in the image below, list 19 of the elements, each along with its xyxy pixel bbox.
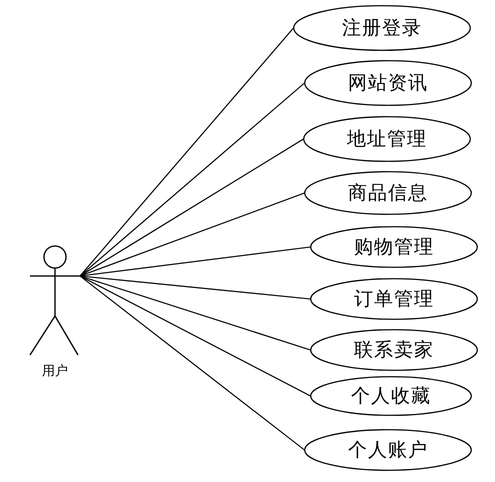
use-case-ellipse: 网站资讯: [304, 60, 472, 106]
use-case-ellipse: 商品信息: [304, 171, 472, 215]
association-line: [80, 246, 311, 277]
association-line: [80, 276, 305, 450]
association-line: [80, 275, 311, 351]
use-case-ellipse: 个人账户: [304, 429, 472, 471]
association-line: [80, 28, 294, 276]
association-line: [80, 276, 311, 396]
association-line: [80, 138, 304, 276]
use-case-ellipse: 个人收藏: [310, 376, 472, 416]
use-case-ellipse: 联系卖家: [310, 329, 478, 371]
use-case-ellipse: 地址管理: [303, 116, 471, 162]
association-line: [80, 275, 311, 300]
association-line: [80, 82, 305, 276]
association-line: [80, 192, 305, 277]
use-case-ellipse: 订单管理: [310, 278, 478, 320]
use-case-ellipse: 注册登录: [293, 5, 471, 51]
actor-label: 用户: [41, 363, 69, 380]
use-case-ellipse: 购物管理: [310, 226, 478, 268]
